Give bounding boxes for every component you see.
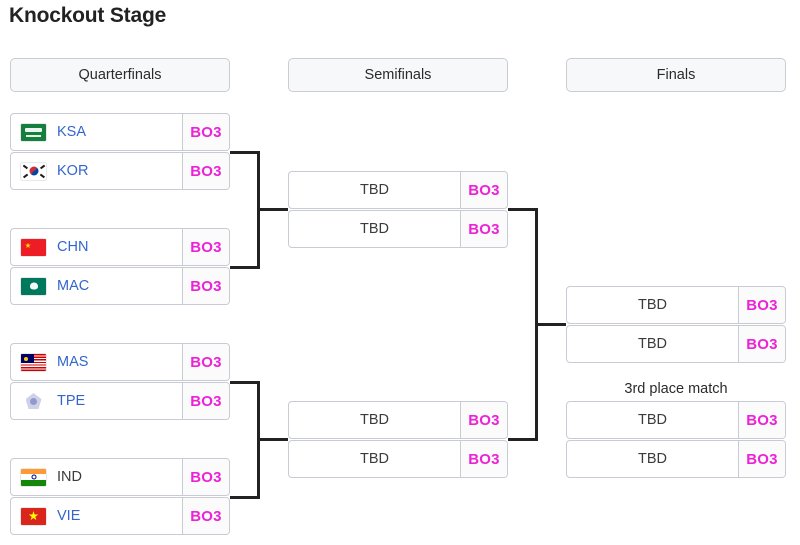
match-format-badge[interactable]: BO3 [182, 344, 229, 380]
team-name: TBD [638, 412, 667, 428]
team-cell: TPE [11, 383, 182, 419]
table-row[interactable]: TBD BO3 [288, 171, 508, 209]
round-header-semifinals[interactable]: Semifinals [288, 58, 508, 92]
team-name: IND [57, 469, 82, 485]
flag-vie-icon [21, 507, 46, 525]
team-name[interactable]: KSA [57, 124, 87, 140]
match-format-badge[interactable]: BO3 [460, 441, 507, 477]
table-row[interactable]: KSA BO3 [10, 113, 230, 151]
table-row[interactable]: TPE BO3 [10, 382, 230, 420]
table-row[interactable]: TBD BO3 [288, 440, 508, 478]
match-format-badge[interactable]: BO3 [182, 268, 229, 304]
team-name: TBD [638, 336, 667, 352]
team-name: TBD [360, 451, 389, 467]
flag-mas-icon [21, 353, 46, 371]
table-row[interactable]: TBD BO3 [566, 440, 786, 478]
round-header-finals-label: Finals [656, 67, 696, 83]
match-format-badge[interactable]: BO3 [182, 383, 229, 419]
match-quarterfinal-3[interactable]: MAS BO3 TPE BO3 [10, 343, 230, 420]
match-quarterfinal-2[interactable]: CHN BO3 MAC BO3 [10, 228, 230, 305]
table-row[interactable]: TBD BO3 [288, 210, 508, 248]
team-name[interactable]: MAC [57, 278, 90, 294]
table-row[interactable]: KOR BO3 [10, 152, 230, 190]
round-header-quarterfinals[interactable]: Quarterfinals [10, 58, 230, 92]
team-cell: KOR [11, 153, 182, 189]
table-row[interactable]: TBD BO3 [566, 286, 786, 324]
team-cell: TBD [289, 172, 460, 208]
connector-sf1-out [508, 208, 538, 211]
flag-mac-icon [21, 277, 46, 295]
table-row[interactable]: MAC BO3 [10, 267, 230, 305]
team-name: TBD [360, 412, 389, 428]
connector-sf2-out [508, 438, 538, 441]
connector-sf2-in [257, 438, 288, 441]
table-row[interactable]: TBD BO3 [566, 325, 786, 363]
connector-sf1-in [257, 208, 288, 211]
match-quarterfinal-4[interactable]: IND BO3 VIE BO3 [10, 458, 230, 535]
match-format-badge[interactable]: BO3 [460, 211, 507, 247]
team-name[interactable]: CHN [57, 239, 89, 255]
team-name[interactable]: MAS [57, 354, 89, 370]
match-format-badge[interactable]: BO3 [738, 441, 785, 477]
page-title: Knockout Stage [9, 4, 167, 27]
team-cell: MAS [11, 344, 182, 380]
round-header-finals[interactable]: Finals [566, 58, 786, 92]
connector-qf4-out [230, 496, 260, 499]
team-cell: TBD [567, 287, 738, 323]
team-name[interactable]: KOR [57, 163, 89, 179]
team-cell: MAC [11, 268, 182, 304]
team-cell: CHN [11, 229, 182, 265]
match-format-badge[interactable]: BO3 [738, 326, 785, 362]
third-place-match-label: 3rd place match [624, 381, 728, 397]
team-cell: VIE [11, 498, 182, 534]
match-format-badge[interactable]: BO3 [182, 459, 229, 495]
match-third-place[interactable]: TBD BO3 TBD BO3 [566, 401, 786, 478]
match-quarterfinal-1[interactable]: KSA BO3 KOR BO3 [10, 113, 230, 190]
flag-chn-icon [21, 238, 46, 256]
match-format-badge[interactable]: BO3 [182, 229, 229, 265]
team-name: TBD [638, 451, 667, 467]
table-row[interactable]: TBD BO3 [288, 401, 508, 439]
team-cell: TBD [567, 441, 738, 477]
connector-final-in [535, 323, 566, 326]
table-row[interactable]: TBD BO3 [566, 401, 786, 439]
match-semifinal-1[interactable]: TBD BO3 TBD BO3 [288, 171, 508, 248]
table-row[interactable]: VIE BO3 [10, 497, 230, 535]
team-cell: KSA [11, 114, 182, 150]
team-cell: TBD [289, 441, 460, 477]
table-row[interactable]: IND BO3 [10, 458, 230, 496]
team-name: TBD [360, 182, 389, 198]
match-format-badge[interactable]: BO3 [738, 402, 785, 438]
team-cell: TBD [567, 402, 738, 438]
table-row[interactable]: CHN BO3 [10, 228, 230, 266]
match-format-badge[interactable]: BO3 [182, 153, 229, 189]
connector-qf1-out [230, 151, 260, 154]
connector-qf3-out [230, 381, 260, 384]
match-final[interactable]: TBD BO3 TBD BO3 [566, 286, 786, 363]
flag-ind-icon [21, 468, 46, 486]
team-cell: IND [11, 459, 182, 495]
flag-kor-icon [21, 162, 46, 180]
match-semifinal-2[interactable]: TBD BO3 TBD BO3 [288, 401, 508, 478]
team-cell: TBD [289, 211, 460, 247]
team-cell: TBD [289, 402, 460, 438]
connector-qf2-out [230, 266, 260, 269]
team-cell: TBD [567, 326, 738, 362]
flag-ksa-icon [21, 123, 46, 141]
flag-tpe-icon [21, 393, 46, 410]
table-row[interactable]: MAS BO3 [10, 343, 230, 381]
round-header-quarterfinals-label: Quarterfinals [78, 67, 162, 83]
match-format-badge[interactable]: BO3 [460, 172, 507, 208]
match-format-badge[interactable]: BO3 [460, 402, 507, 438]
match-format-badge[interactable]: BO3 [182, 498, 229, 534]
round-header-semifinals-label: Semifinals [364, 67, 432, 83]
team-name: TBD [360, 221, 389, 237]
team-name[interactable]: VIE [57, 508, 81, 524]
match-format-badge[interactable]: BO3 [738, 287, 785, 323]
team-name: TBD [638, 297, 667, 313]
match-format-badge[interactable]: BO3 [182, 114, 229, 150]
team-name[interactable]: TPE [57, 393, 86, 409]
